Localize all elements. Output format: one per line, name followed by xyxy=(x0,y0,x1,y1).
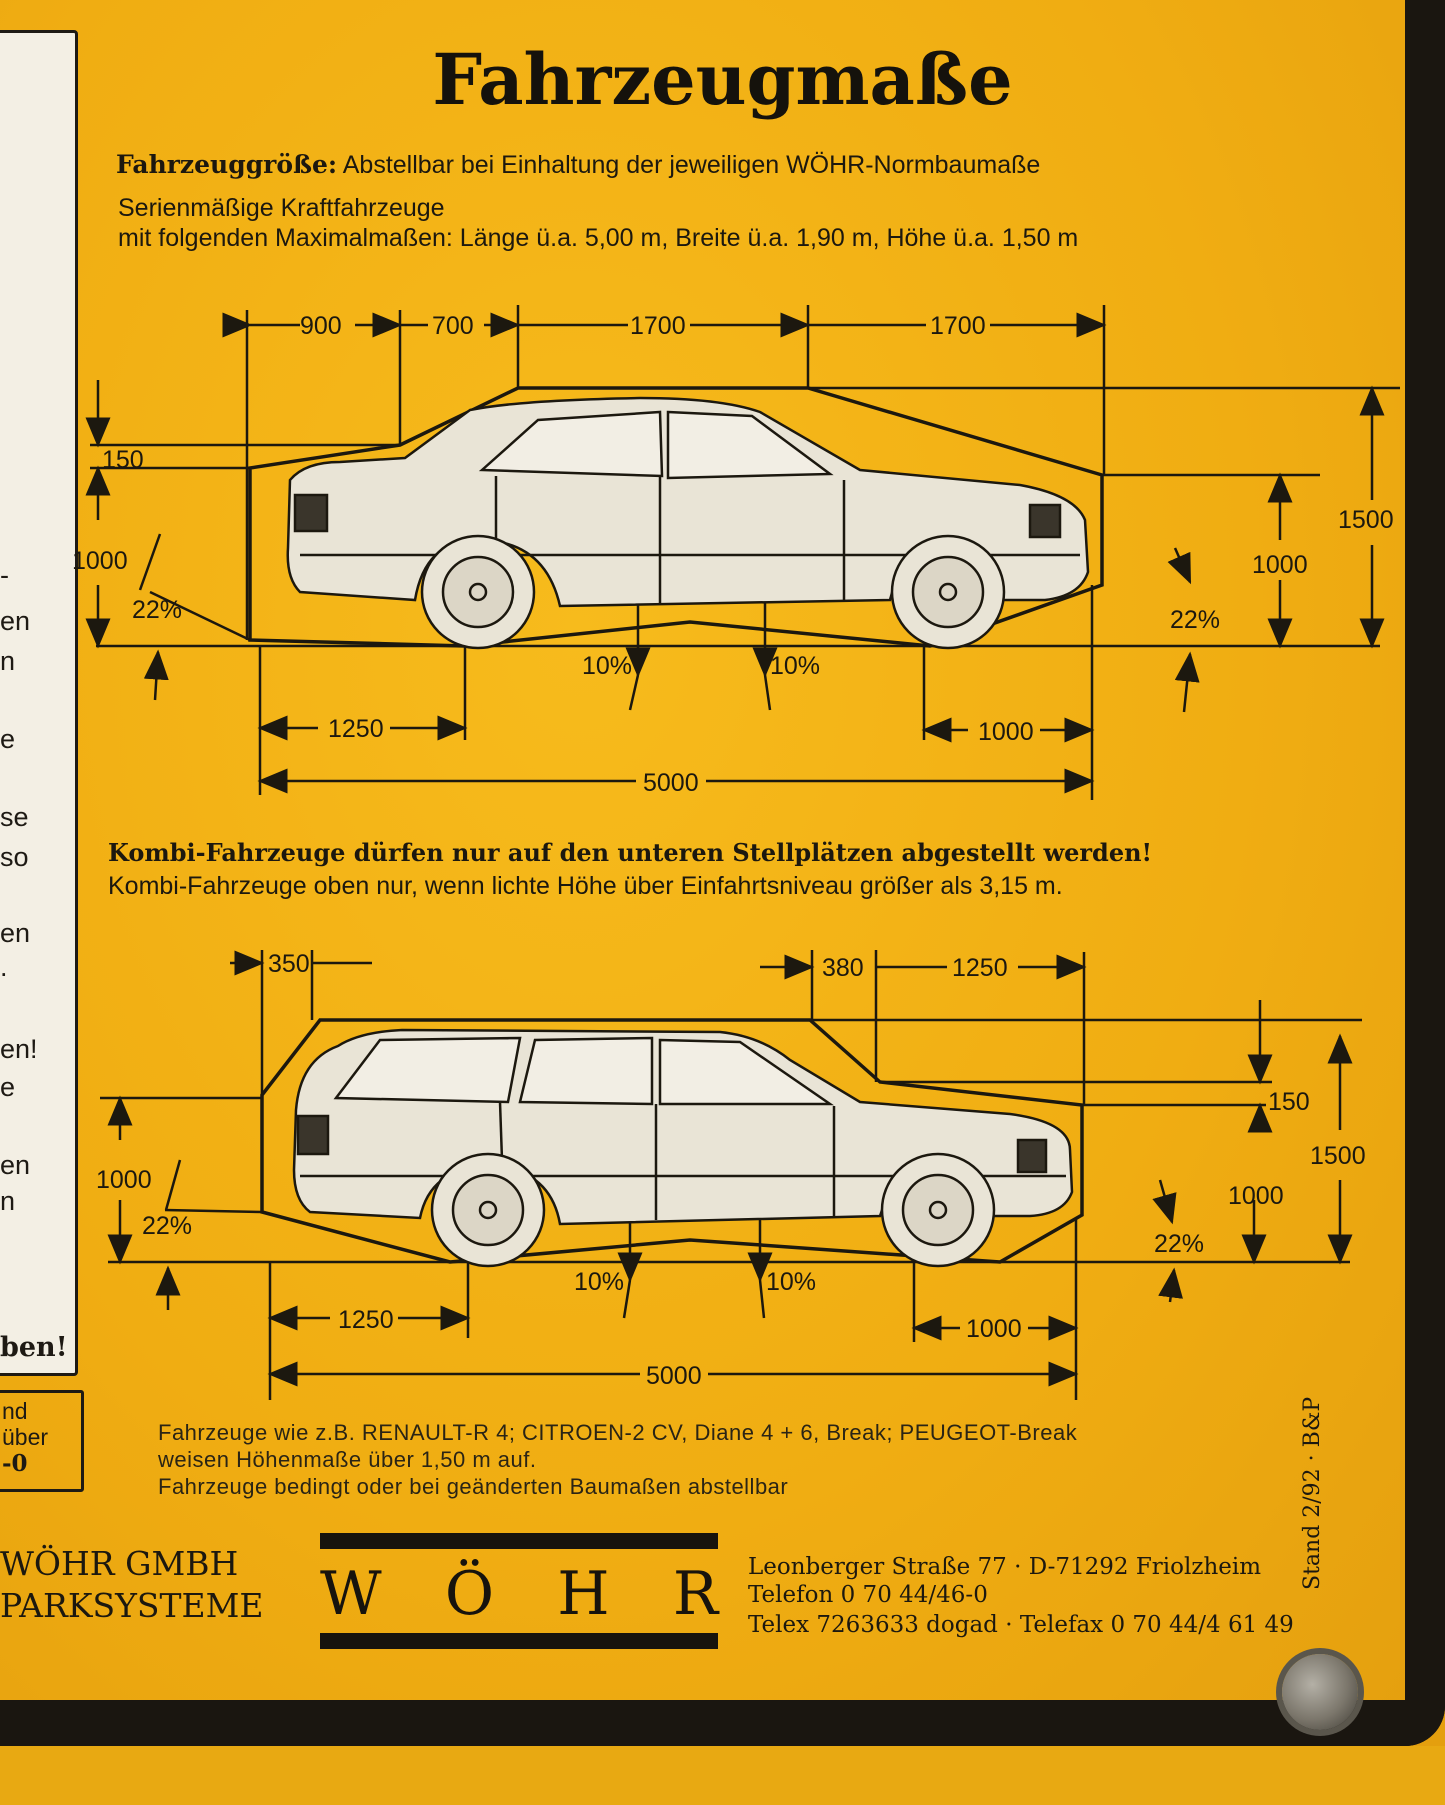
woehr-logo: W Ö H R xyxy=(320,1533,720,1649)
left-fragment: en xyxy=(0,1150,31,1180)
footnote-line-1: Fahrzeuge wie z.B. RENAULT-R 4; CITROEN-… xyxy=(158,1420,1078,1445)
dim-label: 1700 xyxy=(930,312,986,340)
left-fragment: n xyxy=(0,1186,16,1216)
company-subtitle: PARKSYSTEME xyxy=(0,1586,264,1625)
dim-label: 10% xyxy=(574,1268,624,1296)
sedan-car xyxy=(286,396,1090,650)
kombi-diagram xyxy=(100,950,1362,1400)
address-line-1: Leonberger Straße 77 · D-71292 Friolzhei… xyxy=(748,1554,1262,1580)
dim-label: 150 xyxy=(102,446,144,474)
dim-label: 1250 xyxy=(338,1306,394,1334)
left-box-fragment: nd xyxy=(2,1398,28,1424)
dim-label: 1000 xyxy=(1252,551,1308,579)
intro-line-3: mit folgenden Maximalmaßen: Länge ü.a. 5… xyxy=(118,224,1079,252)
left-fragment: n xyxy=(0,646,16,676)
left-fragment: e xyxy=(0,1072,16,1102)
left-fragment: e xyxy=(0,724,16,754)
logo-bar-bottom xyxy=(320,1633,718,1649)
dim-label: 1500 xyxy=(1338,506,1394,534)
footnote-line-3: Fahrzeuge bedingt oder bei geänderten Ba… xyxy=(158,1474,789,1499)
dim-label: 1000 xyxy=(72,547,128,575)
wall-strip xyxy=(0,1746,1445,1805)
left-box-fragment: über xyxy=(2,1424,49,1450)
dim-label: 22% xyxy=(132,596,182,624)
dim-label: 1250 xyxy=(328,715,384,743)
dim-label: 1000 xyxy=(966,1315,1022,1343)
logo-letters: W Ö H R xyxy=(320,1559,718,1629)
dim-label: 1500 xyxy=(1310,1142,1366,1170)
intro-text: Abstellbar bei Einhaltung der jeweiligen… xyxy=(342,151,1041,179)
intro-label: Fahrzeuggröße: xyxy=(116,150,338,179)
intro-line-1: Fahrzeuggröße: Abstellbar bei Einhaltung… xyxy=(116,150,1040,180)
kombi-warning: Kombi-Fahrzeuge dürfen nur auf den unter… xyxy=(108,838,1153,867)
logo-letter: W xyxy=(320,1559,382,1629)
kombi-window xyxy=(658,1038,835,1106)
left-fragment: se xyxy=(0,802,29,832)
stand-imprint: Stand 2/92 · B&P xyxy=(1300,1396,1325,1590)
dim-label: 10% xyxy=(770,652,820,680)
dim-label: 5000 xyxy=(646,1362,702,1390)
dim-label: 1250 xyxy=(952,954,1008,982)
company-name: WÖHR GMBH xyxy=(0,1544,239,1583)
left-fragment: so xyxy=(0,842,29,872)
adjacent-sign-panel xyxy=(0,30,78,1376)
dim-label: 1000 xyxy=(1228,1182,1284,1210)
sign-frame-right xyxy=(1405,0,1445,1746)
logo-bar-top xyxy=(320,1533,718,1549)
dim-label: 900 xyxy=(300,312,342,340)
adjacent-box xyxy=(0,1390,84,1492)
dim-label: 1000 xyxy=(96,1166,152,1194)
intro-line-2: Serienmäßige Kraftfahrzeuge xyxy=(118,194,445,222)
logo-letter: H xyxy=(557,1559,610,1629)
left-fragment: en xyxy=(0,606,31,636)
dim-label: 10% xyxy=(582,652,632,680)
kombi-window xyxy=(333,1036,522,1104)
dim-label: 150 xyxy=(1268,1088,1310,1116)
dim-label: 350 xyxy=(268,950,310,978)
dim-label: 22% xyxy=(1170,606,1220,634)
sedan-diagram xyxy=(85,305,1400,800)
sign-title: Fahrzeugmaße xyxy=(432,38,1013,121)
kombi-car xyxy=(292,1028,1074,1268)
left-box-fragment: -0 xyxy=(2,1450,28,1477)
kombi-condition: Kombi-Fahrzeuge oben nur, wenn lichte Hö… xyxy=(108,872,1063,900)
dim-label: 380 xyxy=(822,954,864,982)
dim-label: 22% xyxy=(142,1212,192,1240)
mounting-screw xyxy=(1282,1654,1358,1730)
address-line-3: Telex 7263633 dogad · Telefax 0 70 44/4 … xyxy=(748,1612,1294,1638)
kombi-labels: 350 380 1250 150 1500 1000 22% 1000 22% … xyxy=(96,950,1366,1390)
dim-label: 22% xyxy=(1154,1230,1204,1258)
sedan-labels: 900 700 1700 1700 150 1000 22% 1000 1500… xyxy=(72,312,1394,797)
dim-label: 10% xyxy=(766,1268,816,1296)
sedan-window xyxy=(666,410,834,480)
left-fragment: ben! xyxy=(0,1332,68,1363)
logo-letter: Ö xyxy=(444,1559,495,1629)
address-line-2: Telefon 0 70 44/46-0 xyxy=(748,1582,988,1608)
dim-label: 1700 xyxy=(630,312,686,340)
sedan-window xyxy=(478,410,664,478)
left-fragment: - xyxy=(0,560,9,590)
left-fragment: en xyxy=(0,918,31,948)
sign-frame-bottom xyxy=(0,1700,1445,1746)
dim-label: 1000 xyxy=(978,718,1034,746)
left-fragment: . xyxy=(0,952,8,982)
dim-label: 5000 xyxy=(643,769,699,797)
left-fragment: en! xyxy=(0,1034,38,1064)
kombi-window xyxy=(518,1036,654,1106)
logo-letter: R xyxy=(672,1559,718,1629)
dim-label: 700 xyxy=(432,312,474,340)
footnote-line-2: weisen Höhenmaße über 1,50 m auf. xyxy=(158,1447,537,1472)
